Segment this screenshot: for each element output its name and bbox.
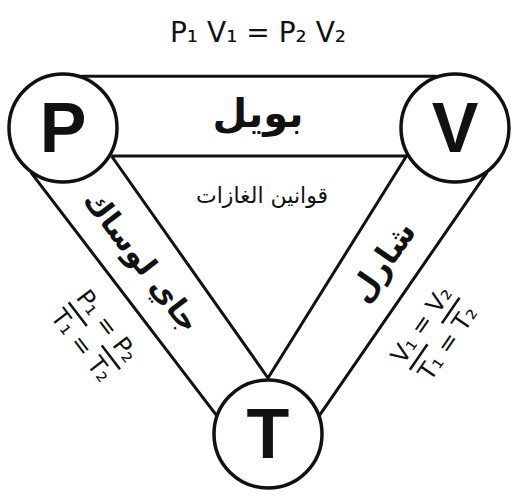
charles-formula: V₁ = V₂T₁ = T₂ xyxy=(385,280,485,388)
law-connector xyxy=(320,173,487,415)
variable-letter: V xyxy=(399,72,511,184)
law-connector xyxy=(82,75,436,78)
variable-circle: T xyxy=(212,378,324,490)
gas-laws-heading: قوانين الغازات xyxy=(196,184,328,208)
variable-letter: T xyxy=(212,378,324,490)
law-name: شارل xyxy=(343,215,423,309)
boyle-formula: P₁ V₁ = P₂ V₂ xyxy=(170,18,346,49)
variable-circle: P xyxy=(7,72,119,184)
variable-letter: P xyxy=(7,72,119,184)
gay-lussac-formula: P₁ = P₂T₁ = T₂ xyxy=(44,283,144,389)
variable-circle: V xyxy=(399,72,511,184)
law-connector xyxy=(31,173,216,415)
law-name: بويل xyxy=(213,91,304,135)
